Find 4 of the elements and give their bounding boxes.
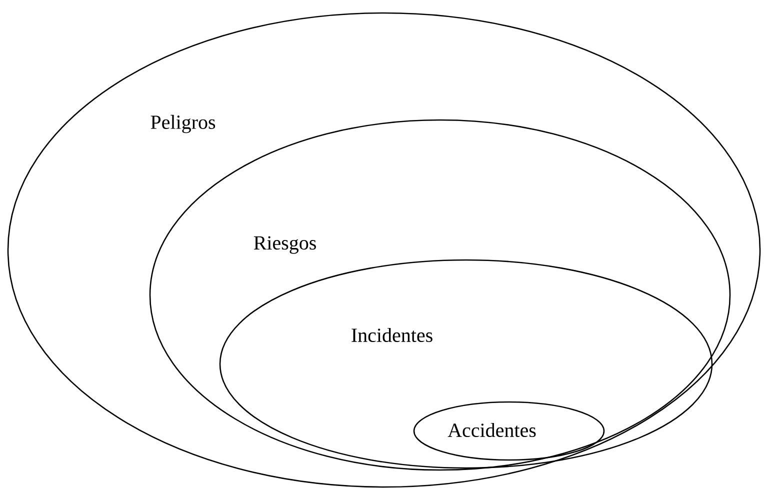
region-label: Riesgos	[254, 236, 316, 254]
region-label: Incidentes	[352, 328, 432, 342]
region-label: Accidentes	[448, 422, 536, 438]
region-label: Peligros	[150, 114, 216, 134]
